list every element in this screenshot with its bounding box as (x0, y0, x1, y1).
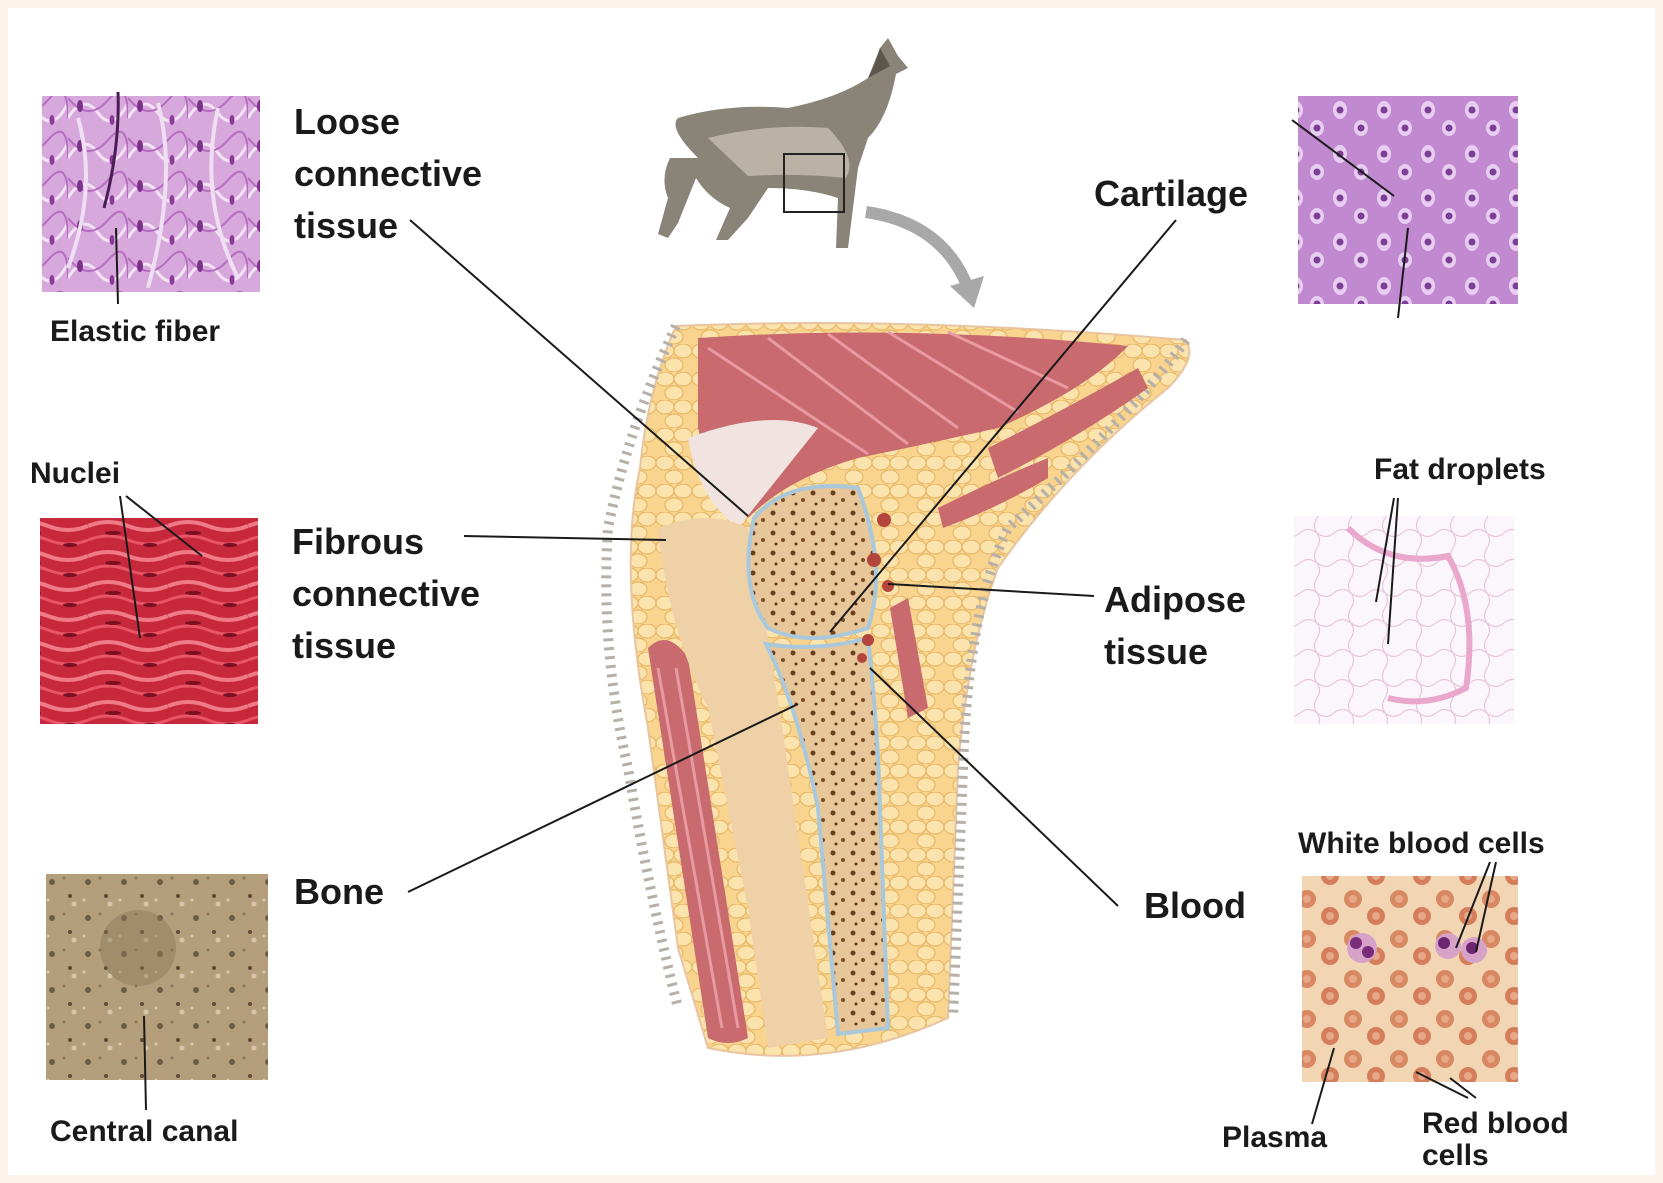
cartilage-micrograph (1298, 96, 1518, 304)
loose-connective-micrograph (42, 92, 260, 292)
label-adipose-tissue: Adipose tissue (1104, 574, 1246, 678)
sublabel-elastic-fiber: Elastic fiber (50, 314, 220, 350)
label-cartilage: Cartilage (1094, 168, 1248, 220)
label-line: Red blood (1422, 1108, 1569, 1140)
sublabel-red-blood-cells: Red blood cells (1422, 1108, 1569, 1172)
sublabel-fat-droplets: Fat droplets (1374, 452, 1546, 488)
white-blood-cell (1461, 937, 1487, 963)
label-blood: Blood (1144, 880, 1246, 932)
sublabel-plasma: Plasma (1222, 1120, 1327, 1156)
leg-cross-section (606, 323, 1189, 1056)
label-loose-connective-tissue: Loose connective tissue (294, 96, 482, 252)
label-line: tissue (294, 200, 482, 252)
label-line: connective (292, 568, 480, 620)
white-blood-cell (1347, 933, 1377, 963)
label-line: tissue (1104, 626, 1246, 678)
fibrous-connective-micrograph (40, 518, 258, 724)
label-fibrous-connective-tissue: Fibrous connective tissue (292, 516, 480, 672)
bone-micrograph (46, 874, 268, 1080)
label-line: cells (1422, 1140, 1569, 1172)
diagram-artwork (8, 8, 1655, 1175)
label-line: tissue (292, 620, 480, 672)
sublabel-white-blood-cells: White blood cells (1298, 826, 1545, 862)
label-line: Loose (294, 96, 482, 148)
label-line: Fibrous (292, 516, 480, 568)
sublabel-nuclei: Nuclei (30, 456, 120, 492)
zoom-arrow-icon (866, 212, 968, 288)
connective-tissue-diagram: Loose connective tissue Fibrous connecti… (8, 8, 1655, 1175)
sublabel-central-canal: Central canal (50, 1114, 238, 1150)
adipose-micrograph (1294, 516, 1514, 724)
label-line: Adipose (1104, 574, 1246, 626)
label-bone: Bone (294, 866, 384, 918)
label-line: connective (294, 148, 482, 200)
